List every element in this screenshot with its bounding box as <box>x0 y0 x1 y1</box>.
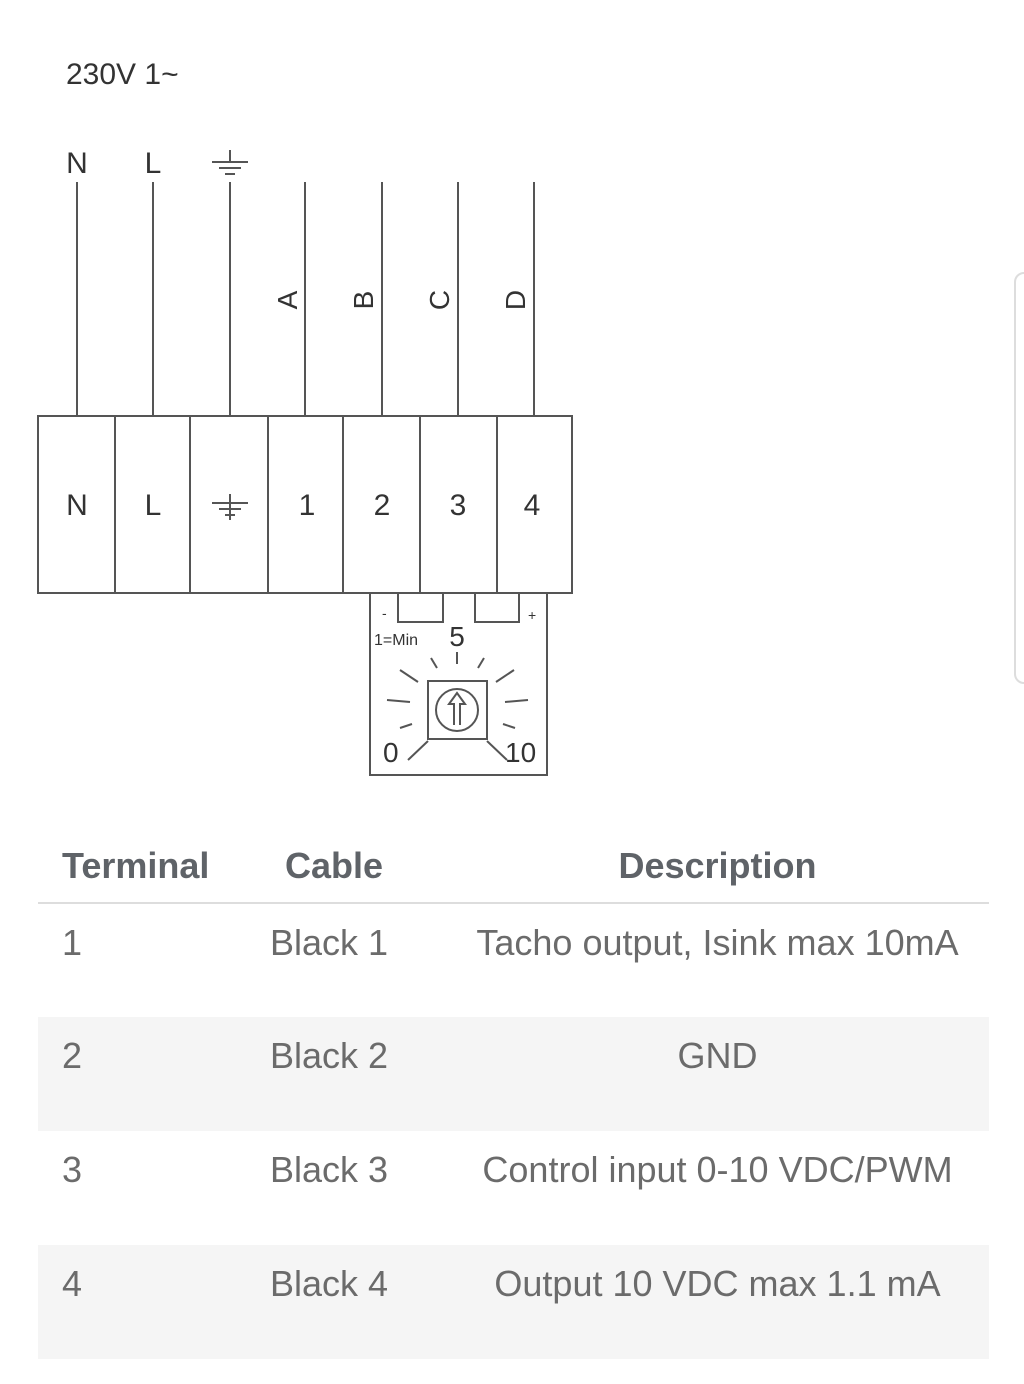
cable-label-a: A <box>272 290 303 309</box>
pot-mid-label: 5 <box>449 621 465 652</box>
wires <box>76 182 535 416</box>
cell-cable: Black 2 <box>269 1017 446 1131</box>
pot-plus: + <box>528 607 536 623</box>
terminal-1: 1 <box>299 489 316 522</box>
terminal-2: 2 <box>374 489 391 522</box>
header-description: Description <box>446 830 989 904</box>
wire-label-l: L <box>145 147 162 180</box>
cell-description: Tacho output, Isink max 10mA <box>476 922 959 963</box>
terminal-n: N <box>66 489 88 522</box>
pot-high-label: 10 <box>505 737 536 768</box>
potentiometer-box <box>369 592 548 776</box>
cell-terminal: 2 <box>38 1017 269 1131</box>
table-row: 3 Black 3 Control input 0-10 VDC/PWM <box>38 1131 989 1245</box>
header-terminal: Terminal <box>38 830 269 904</box>
cell-cable: Black 3 <box>270 1149 389 1190</box>
ground-symbol-icon <box>212 150 248 175</box>
cell-cable: Black 4 <box>269 1245 446 1359</box>
cell-cable: Black 1 <box>270 922 389 963</box>
cable-label-b: B <box>348 291 379 310</box>
table-row: 1 Black 1 Tacho output, Isink max 10mA <box>38 903 989 1017</box>
terminal-4: 4 <box>524 489 541 522</box>
terminal-table: Terminal Cable Description 1 Black 1 Tac… <box>38 830 989 1359</box>
cell-description: Control input 0-10 VDC/PWM <box>482 1149 953 1190</box>
cell-terminal: 4 <box>38 1245 269 1359</box>
wiring-diagram: 230V 1~ N L A B C D N L 1 2 3 4 <box>37 58 573 776</box>
wire-label-n: N <box>66 147 88 180</box>
cell-terminal: 1 <box>62 922 83 963</box>
table-header: Terminal Cable Description <box>38 830 989 904</box>
supply-label: 230V 1~ <box>66 58 179 91</box>
cell-description: GND <box>446 1017 989 1131</box>
terminal-block <box>37 415 573 594</box>
terminal-ground-icon <box>212 494 248 520</box>
header-cable: Cable <box>269 830 446 904</box>
pot-minus: - <box>382 605 387 621</box>
cell-description: Output 10 VDC max 1.1 mA <box>446 1245 989 1359</box>
terminal-3: 3 <box>450 489 467 522</box>
table-row: 2 Black 2 GND <box>38 1017 989 1131</box>
cable-label-d: D <box>500 290 531 310</box>
cable-label-c: C <box>424 290 455 310</box>
pot-low-label: 0 <box>383 737 399 768</box>
pot-min-note: 1=Min <box>374 632 418 649</box>
cell-terminal: 3 <box>62 1149 83 1190</box>
terminal-l: L <box>145 489 162 522</box>
scrollbar[interactable] <box>1014 272 1024 684</box>
table-row: 4 Black 4 Output 10 VDC max 1.1 mA <box>38 1245 989 1359</box>
